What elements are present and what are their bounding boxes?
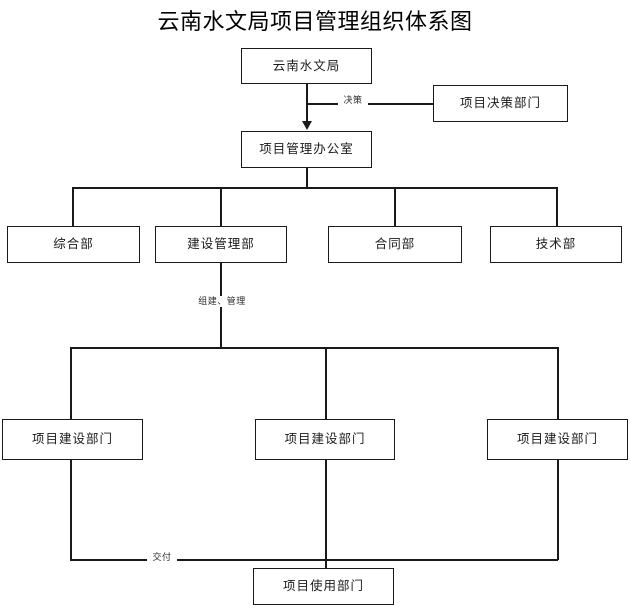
connector-bus-to-dept-technology [556,187,558,226]
node-pmo[interactable]: 项目管理办公室 [241,131,372,168]
node-dept-contract[interactable]: 合同部 [328,226,462,263]
node-project-build-3[interactable]: 项目建设部门 [487,419,628,460]
connector-bus-to-project-2 [325,347,327,419]
node-decision-dept[interactable]: 项目决策部门 [433,85,568,122]
dept-distribution-bus [72,187,558,189]
arrow-bureau-to-pmo-icon [302,121,312,130]
connector-pmo-to-dept-bus [306,168,308,188]
project-distribution-bus [70,347,558,349]
delivery-collector-bus [70,559,558,561]
connector-project-3-to-delivery-bus [557,460,559,560]
connector-decision-to-trunk [306,103,434,105]
connector-project-2-to-delivery-bus [325,460,327,560]
node-bureau[interactable]: 云南水文局 [241,48,372,84]
edge-label-deliver: 交付 [147,552,177,563]
page-title: 云南水文局项目管理组织体系图 [157,9,473,34]
node-project-user-dept[interactable]: 项目使用部门 [253,568,394,605]
edge-label-decision: 决策 [338,95,368,106]
connector-bus-to-project-1 [70,347,72,419]
node-dept-construction-mgmt[interactable]: 建设管理部 [155,226,287,263]
connector-bus-to-dept-construction [220,187,222,226]
node-project-build-2[interactable]: 项目建设部门 [255,419,395,460]
node-dept-technology[interactable]: 技术部 [490,226,622,263]
edge-label-organize-manage: 组建、管理 [185,296,259,307]
connector-project-1-to-delivery-bus [70,460,72,560]
node-dept-general[interactable]: 综合部 [7,226,140,263]
connector-bus-to-dept-contract [394,187,396,226]
connector-bus-to-project-3 [557,347,559,419]
connector-bus-to-dept-general [72,187,74,226]
node-project-build-1[interactable]: 项目建设部门 [2,419,143,460]
connector-delivery-to-user-dept [325,559,327,569]
